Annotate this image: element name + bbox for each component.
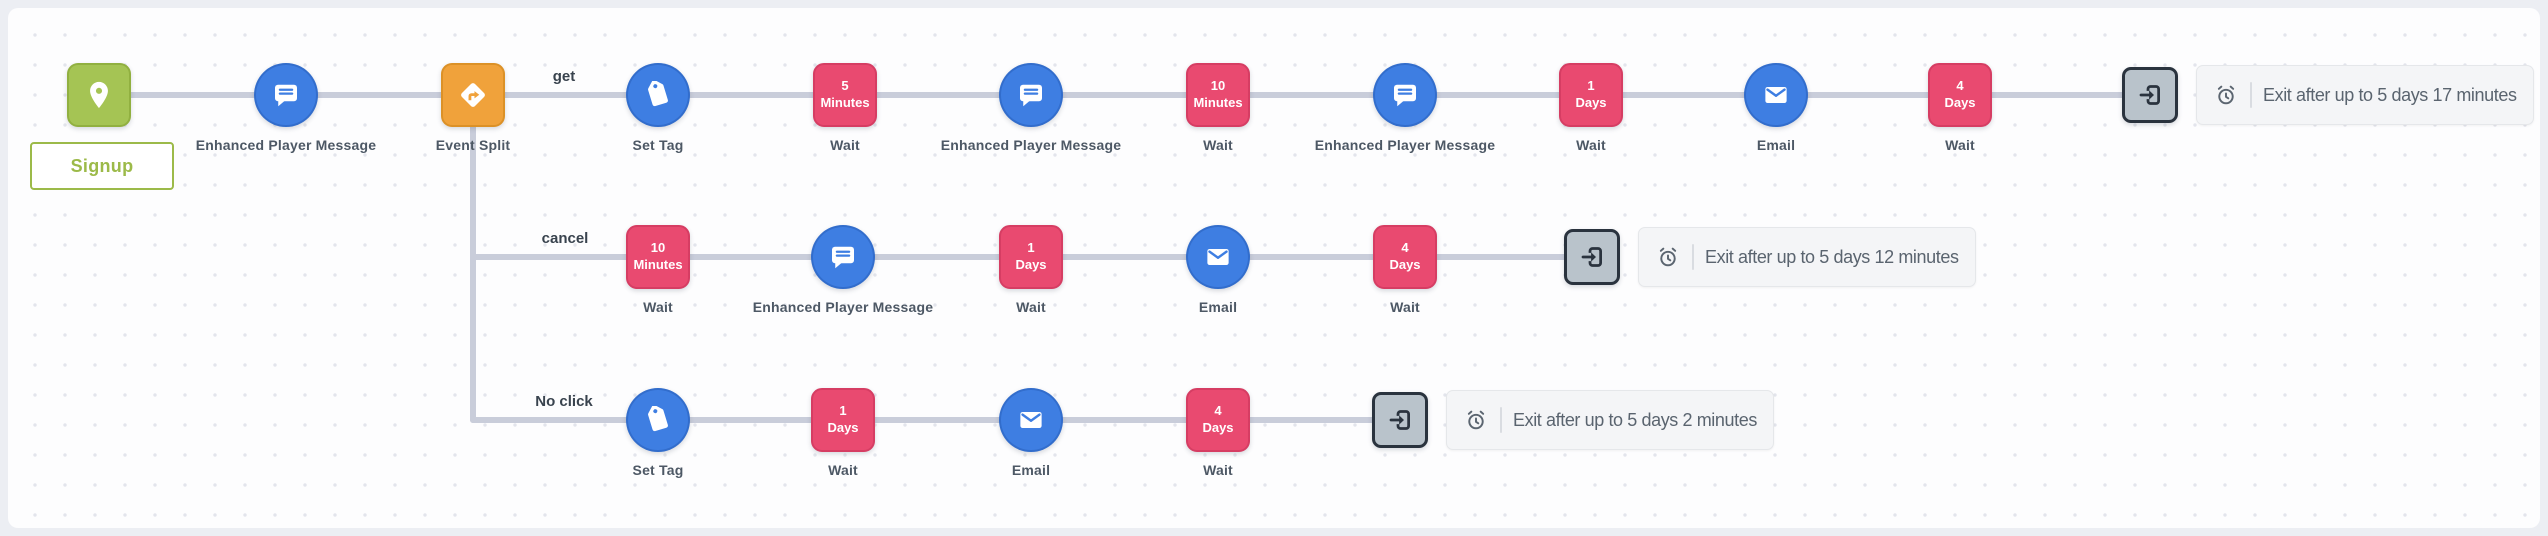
location-pin-icon: [90, 81, 108, 109]
node-label: Wait: [1390, 299, 1420, 315]
connector-line: [99, 92, 2150, 98]
exit-note-text: Exit after up to 5 days 12 minutes: [1705, 246, 1959, 267]
chat-message-icon: [1020, 84, 1042, 107]
branch-label-no-click: No click: [535, 393, 593, 410]
node-label: Wait: [1576, 137, 1606, 153]
message-node[interactable]: [811, 225, 875, 289]
tag-icon: [644, 81, 672, 109]
wait-node[interactable]: 10 Minutes: [1186, 63, 1250, 127]
split-arrow-icon: [458, 80, 488, 110]
wait-unit: Minutes: [633, 257, 683, 272]
node-label: Email: [1011, 462, 1051, 478]
wait-node[interactable]: 1 Days: [999, 225, 1063, 289]
exit-note-panel: Exit after up to 5 days 17 minutes: [2196, 65, 2534, 125]
node-label: Wait: [643, 299, 673, 315]
exit-icon: [1389, 410, 1410, 430]
exit-icon: [2139, 85, 2160, 105]
node-label: Email: [1198, 299, 1238, 315]
wait-node[interactable]: 1 Days: [1559, 63, 1623, 127]
wait-node[interactable]: 5 Minutes: [813, 63, 877, 127]
node-label: Wait: [1203, 137, 1233, 153]
trigger-badge: Signup: [30, 142, 174, 190]
wait-node[interactable]: 4 Days: [1186, 388, 1250, 452]
wait-unit: Days: [1015, 257, 1047, 272]
exit-note-panel: Exit after up to 5 days 12 minutes: [1638, 227, 1976, 287]
node-label: Set Tag: [632, 137, 684, 153]
node-label: Wait: [830, 137, 860, 153]
chat-message-icon: [832, 246, 854, 269]
message-node[interactable]: [999, 63, 1063, 127]
message-node[interactable]: [1373, 63, 1437, 127]
wait-unit: Minutes: [820, 95, 870, 110]
wait-unit: Days: [1202, 420, 1234, 435]
email-node[interactable]: [1186, 225, 1250, 289]
message-node[interactable]: [254, 63, 318, 127]
exit-note-text: Exit after up to 5 days 2 minutes: [1513, 409, 1757, 430]
event-split-node[interactable]: [441, 63, 505, 127]
node-label: Set Tag: [632, 462, 684, 478]
wait-value: 1: [1587, 78, 1595, 94]
wait-value: 10: [1210, 78, 1226, 94]
panel-divider: [1692, 244, 1694, 270]
branch-label-cancel: cancel: [541, 230, 589, 247]
node-label: Enhanced Player Message: [1314, 137, 1496, 153]
node-label: Wait: [1945, 137, 1975, 153]
connector-line: [470, 417, 1400, 423]
set-tag-node[interactable]: [626, 63, 690, 127]
node-label: Event Split: [435, 137, 511, 153]
trigger-node-signup[interactable]: [67, 63, 131, 127]
wait-unit: Days: [1389, 257, 1421, 272]
alarm-clock-icon: [1659, 247, 1677, 267]
journey-canvas: Signup Enhanced Player Message Event Spl…: [8, 8, 2540, 528]
chat-message-icon: [275, 84, 297, 107]
node-label: Wait: [1016, 299, 1046, 315]
node-label: Enhanced Player Message: [940, 137, 1122, 153]
tag-icon: [644, 406, 672, 434]
email-node[interactable]: [999, 388, 1063, 452]
mail-icon: [1764, 85, 1788, 105]
exit-node[interactable]: [2122, 67, 2178, 123]
wait-unit: Days: [827, 420, 859, 435]
branch-label-get: get: [552, 68, 576, 85]
exit-icon: [1581, 247, 1602, 267]
wait-unit: Days: [1575, 95, 1607, 110]
node-label: Enhanced Player Message: [195, 137, 377, 153]
wait-node[interactable]: 10 Minutes: [626, 225, 690, 289]
wait-unit: Minutes: [1193, 95, 1243, 110]
panel-divider: [2250, 82, 2252, 108]
panel-divider: [1500, 407, 1502, 433]
set-tag-node[interactable]: [626, 388, 690, 452]
exit-node[interactable]: [1372, 392, 1428, 448]
wait-unit: Days: [1944, 95, 1976, 110]
wait-node[interactable]: 4 Days: [1928, 63, 1992, 127]
wait-value: 4: [1401, 240, 1409, 256]
mail-icon: [1206, 247, 1230, 267]
chat-message-icon: [1394, 84, 1416, 107]
wait-value: 4: [1214, 403, 1222, 419]
alarm-clock-icon: [2217, 85, 2235, 105]
node-label: Email: [1756, 137, 1796, 153]
wait-value: 1: [839, 403, 847, 419]
node-label: Wait: [828, 462, 858, 478]
exit-node[interactable]: [1564, 229, 1620, 285]
wait-value: 1: [1027, 240, 1035, 256]
node-label: Enhanced Player Message: [752, 299, 934, 315]
email-node[interactable]: [1744, 63, 1808, 127]
wait-value: 10: [650, 240, 666, 256]
node-label: Wait: [1203, 462, 1233, 478]
wait-value: 4: [1956, 78, 1964, 94]
alarm-clock-icon: [1467, 410, 1485, 430]
wait-value: 5: [841, 78, 849, 94]
mail-icon: [1019, 410, 1043, 430]
exit-note-panel: Exit after up to 5 days 2 minutes: [1446, 390, 1774, 450]
wait-node[interactable]: 4 Days: [1373, 225, 1437, 289]
wait-node[interactable]: 1 Days: [811, 388, 875, 452]
exit-note-text: Exit after up to 5 days 17 minutes: [2263, 84, 2517, 105]
